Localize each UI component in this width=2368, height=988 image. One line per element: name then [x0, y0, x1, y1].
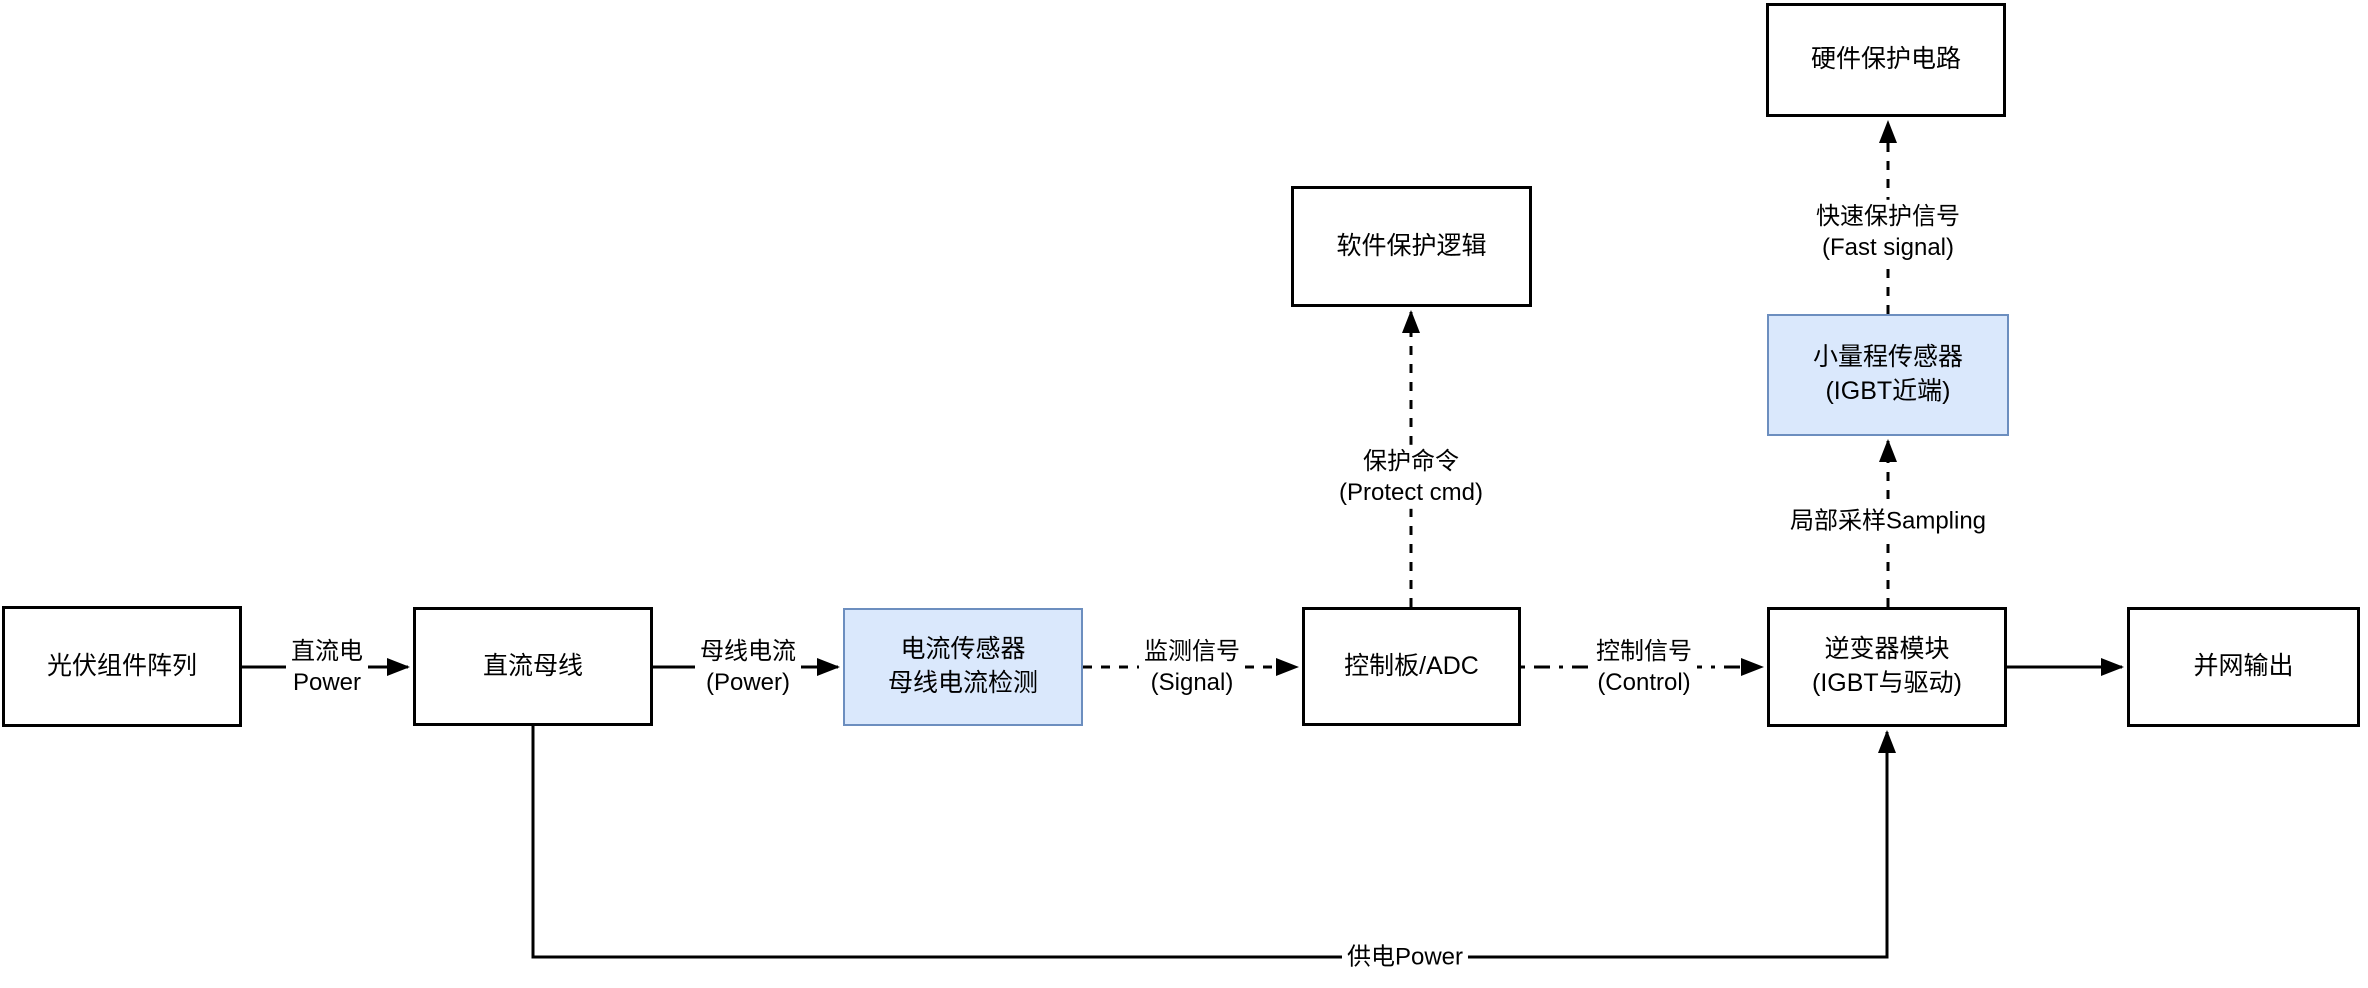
node-dc-bus: 直流母线: [413, 607, 653, 726]
edge-label-control-signal: 控制信号 (Control): [1591, 634, 1697, 700]
node-grid-output: 并网输出: [2127, 607, 2360, 727]
edge-bus-to-inverter-power: [531, 726, 1896, 959]
edge-label-protect-cmd: 保护命令 (Protect cmd): [1333, 444, 1489, 510]
node-pv-array: 光伏组件阵列: [2, 606, 242, 727]
edge-label-bus-current: 母线电流 (Power): [695, 634, 801, 700]
node-control-board-adc: 控制板/ADC: [1302, 607, 1521, 726]
edge-label-local-sampling: 局部采样Sampling: [1784, 504, 1992, 538]
node-small-range-sensor: 小量程传感器 (IGBT近端): [1767, 314, 2009, 436]
node-hardware-protection: 硬件保护电路: [1766, 3, 2006, 117]
node-current-sensor: 电流传感器 母线电流检测: [843, 608, 1083, 726]
edge-label-fast-signal: 快速保护信号 (Fast signal): [1811, 199, 1965, 265]
node-inverter-module: 逆变器模块 (IGBT与驱动): [1767, 607, 2007, 727]
edge-label-supply-power: 供电Power: [1341, 940, 1469, 974]
edge-label-monitor-signal: 监测信号 (Signal): [1139, 634, 1245, 700]
edge-label-dc-power: 直流电 Power: [286, 634, 368, 700]
node-software-protection: 软件保护逻辑: [1291, 186, 1532, 307]
